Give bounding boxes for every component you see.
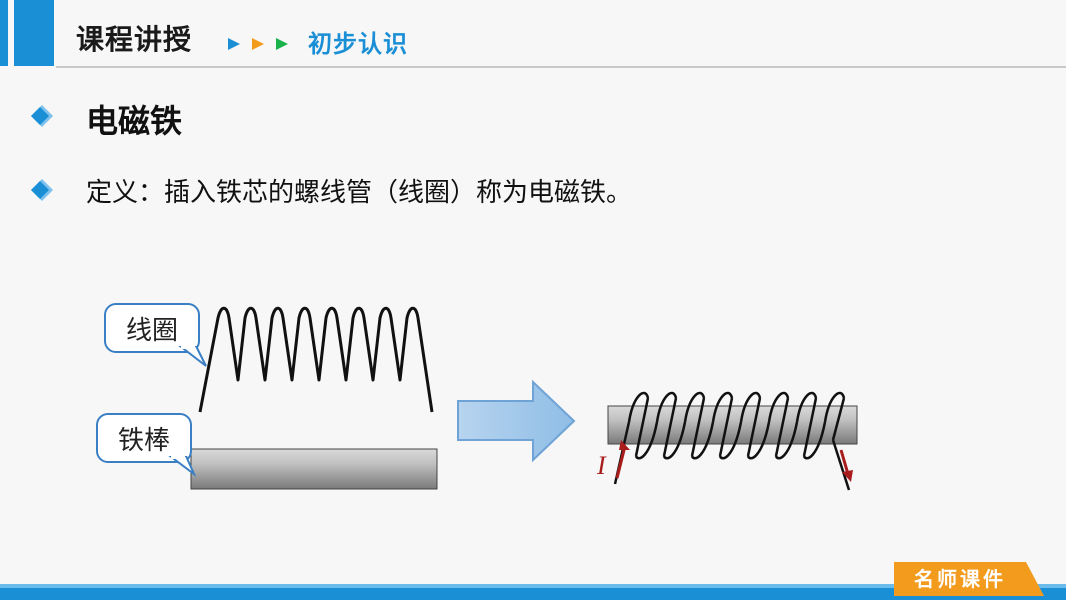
transform-arrow-icon [457,379,576,463]
footer-band [0,588,1066,600]
coil-callout-pointer [178,346,207,367]
rod-callout: 铁棒 [96,413,192,463]
electromagnet-core [607,405,858,445]
bullet-diamond-icon [31,179,53,201]
header-divider [56,66,1066,68]
header-title: 课程讲授 [76,23,193,56]
header-accent-block [14,0,54,66]
current-label: I [596,451,607,480]
rod-label: 铁棒 [117,425,170,456]
header-subtitle: 初步认识 [308,30,408,58]
header-arrows-icon [228,38,288,50]
footer-badge-label: 名师课件 [914,567,1006,591]
definition-text: 定义：插入铁芯的螺线管（线圈）称为电磁铁。 [86,178,633,208]
bullet-diamond-icon [31,105,53,127]
coil-label: 线圈 [125,315,178,346]
footer-band-light [0,584,1066,588]
coil-callout: 线圈 [104,303,200,353]
coil-spring [198,306,434,413]
iron-rod [190,448,438,490]
section-heading: 电磁铁 [86,102,183,140]
current-arrow-icon [615,440,853,482]
rod-callout-pointer [168,456,197,478]
header-accent-bar [0,0,8,66]
footer-badge-shape [894,562,1044,596]
